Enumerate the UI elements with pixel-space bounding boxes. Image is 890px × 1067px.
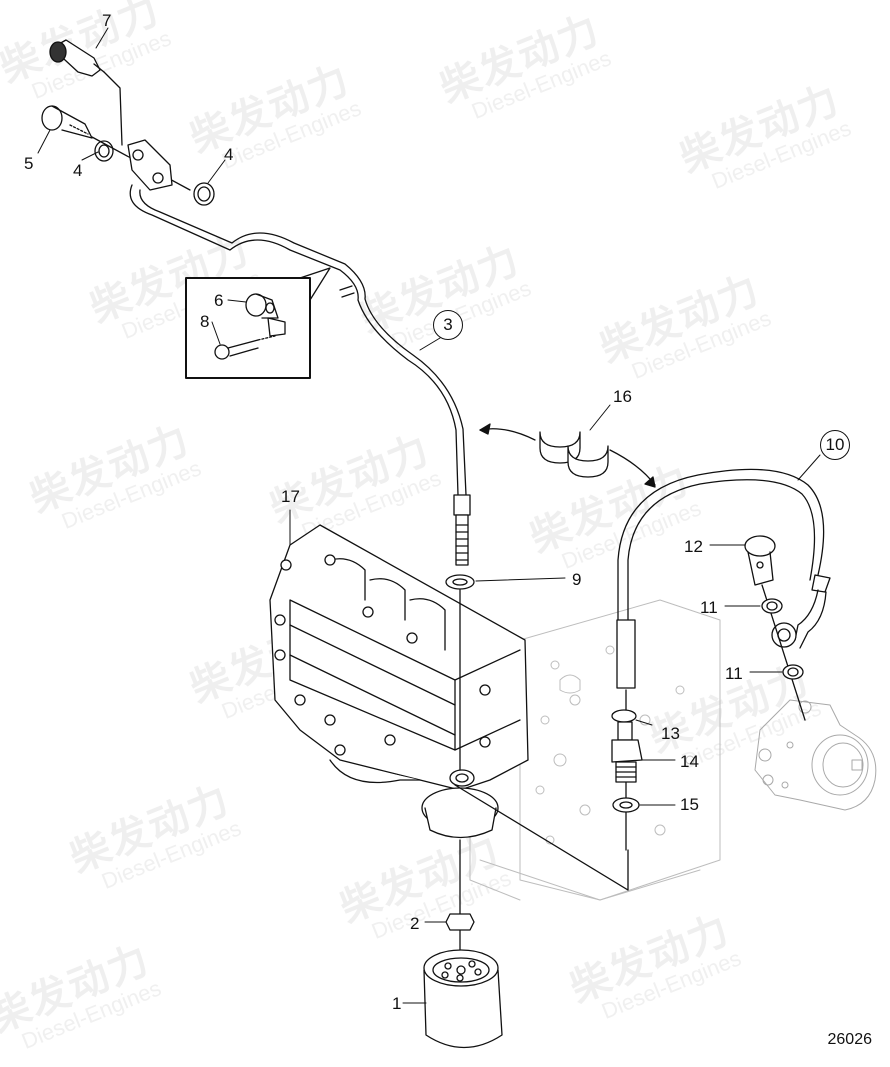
part-16-hose-clips [539,431,609,478]
part-12-banjo-bolt [744,535,776,586]
callout-15: 15 [680,795,699,814]
callout-5: 5 [24,154,34,173]
part-4-washer-right [193,182,215,206]
figure-number: 26026 [827,1031,873,1048]
part-13-hose-clamp [611,709,637,723]
callout-13: 13 [661,724,680,743]
part-15-washer [612,797,640,813]
leader-lines [37,27,821,1004]
callout-6: 6 [214,291,224,310]
callout-16: 16 [613,387,632,406]
part-3-fuel-pipe [129,184,467,496]
callout-9: 9 [572,570,582,589]
callout-4a: 4 [73,161,83,180]
part-2-nut [445,913,475,931]
part-6-grommet [245,293,286,337]
callout-7: 7 [102,11,112,30]
banjo-fitting [127,139,173,191]
part-5-banjo-bolt [41,105,93,139]
part-17-filter-housing [269,524,529,839]
part-9-washer [445,574,475,590]
detail-inset-box [185,277,311,379]
callout-3: 3 [433,310,463,340]
part-14-nipple [611,739,643,763]
callout-2: 2 [410,914,420,933]
callout-17: 17 [281,487,300,506]
callout-4b: 4 [224,145,234,164]
callout-10: 10 [820,430,850,460]
part-10-fuel-hose [616,468,831,689]
part-1-filter-cartridge [423,949,503,1049]
part-11-washer-upper [761,598,783,614]
callout-14: 14 [680,752,699,771]
part-8-screw [214,335,276,360]
callout-11a: 11 [700,598,718,617]
callout-12: 12 [684,537,703,556]
part-7-pressure-sensor [49,39,105,77]
injection-pump-outline [754,699,877,811]
callout-1: 1 [392,994,402,1013]
callout-11b: 11 [725,664,743,683]
part-11-washer-lower [782,664,804,680]
callout-8: 8 [200,312,210,331]
